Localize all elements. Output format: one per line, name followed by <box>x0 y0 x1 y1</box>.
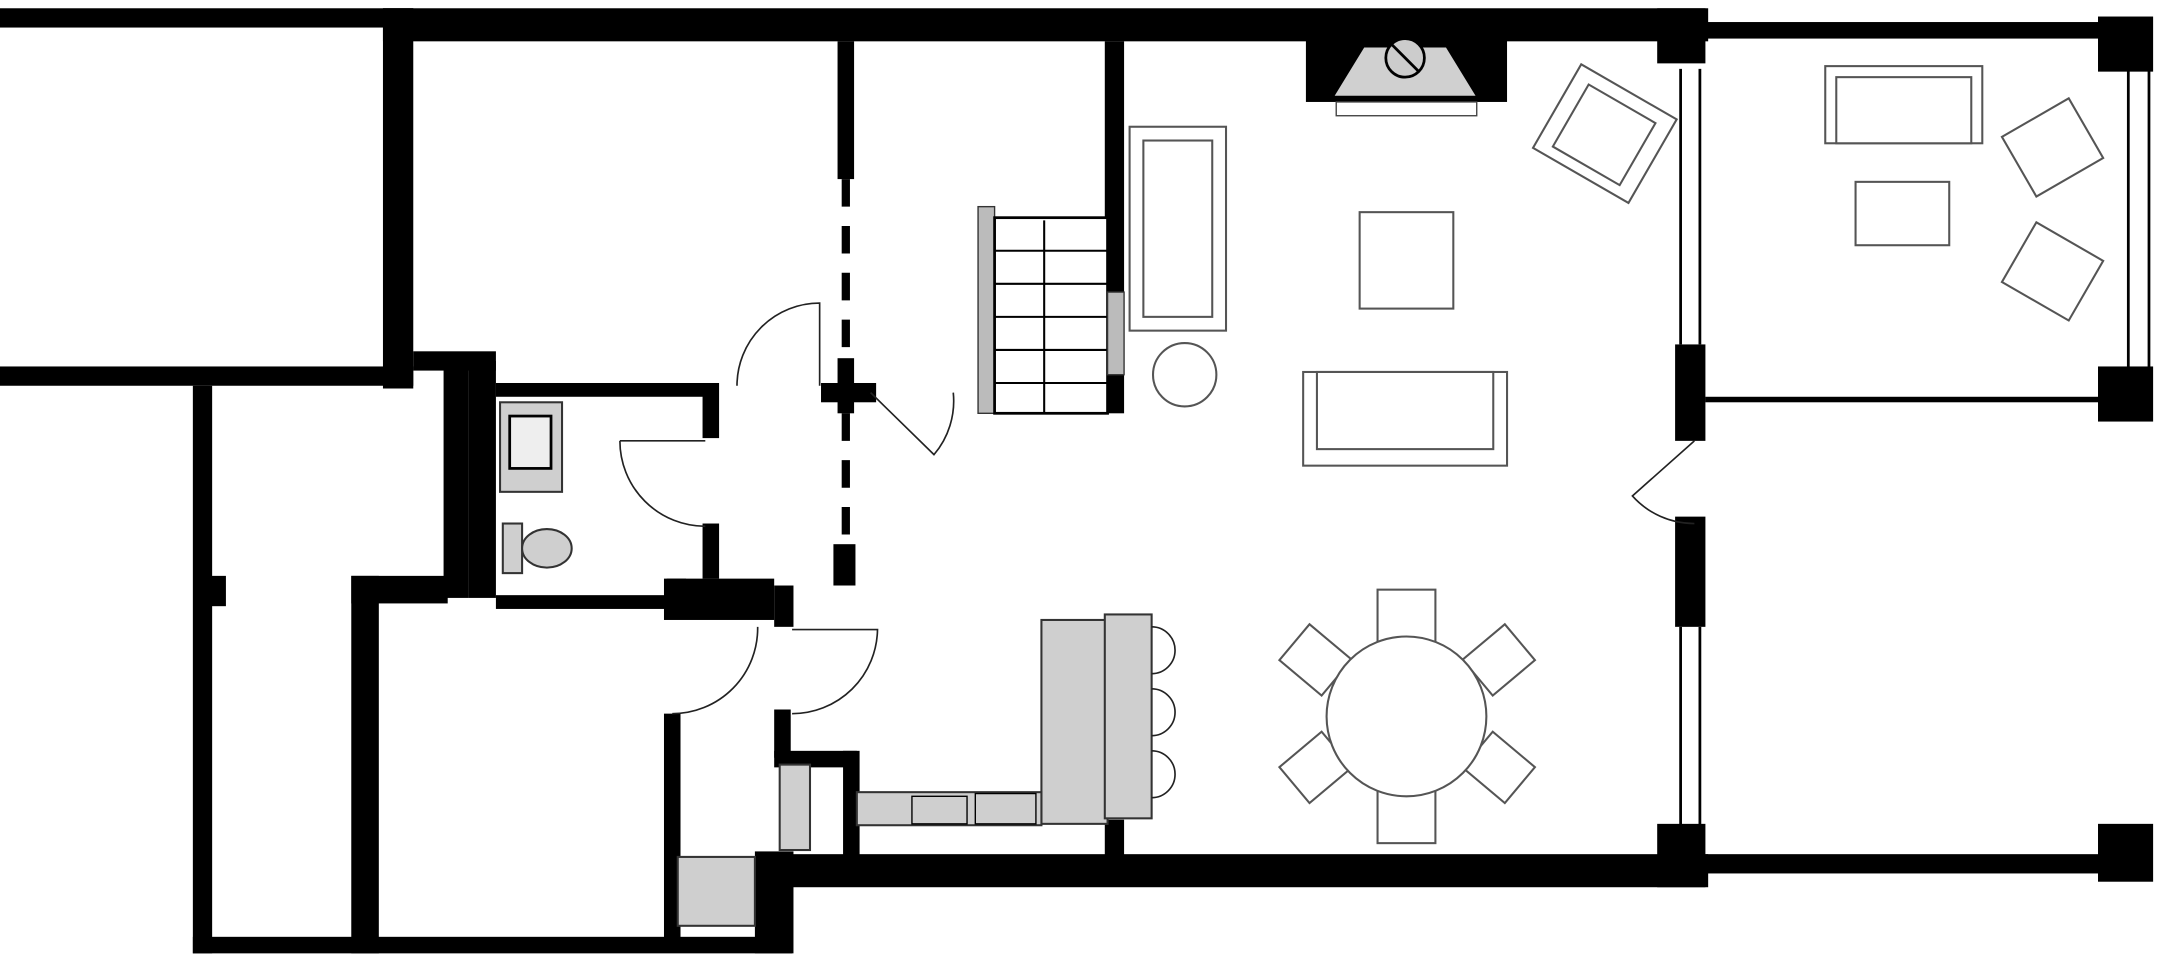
stair-icon[interactable] <box>977 205 1125 415</box>
sofa-icon <box>1128 65 1984 467</box>
door-swing-icon <box>619 302 1695 715</box>
fireplace-icon <box>1305 37 1508 117</box>
coffee-table-icon <box>1151 180 1951 408</box>
armchair-icon <box>1531 62 2105 322</box>
toilet-icon <box>501 522 573 575</box>
walls <box>0 8 2154 954</box>
kitchen-counter-icon <box>676 613 1153 927</box>
bar-stool-icon <box>1151 626 1176 799</box>
dining-table-icon <box>1277 588 1537 845</box>
sink-icon <box>499 401 564 493</box>
